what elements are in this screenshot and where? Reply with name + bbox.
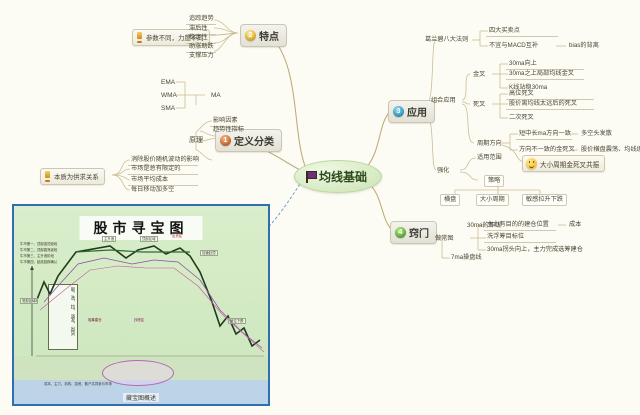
leaf-sicha-2[interactable]: 二次死叉 xyxy=(509,113,534,121)
chart-ellipse-annotation xyxy=(102,360,174,386)
leaf-ma30-2[interactable]: 30ma拐头向上，主力完成选筹建仓 xyxy=(487,245,583,253)
leaf-qianghua-strategy[interactable]: 策略 xyxy=(484,175,505,187)
branch-qiaomen-label: 窍门 xyxy=(409,229,429,240)
leaf-factor-0[interactable]: 影响因素 xyxy=(210,116,244,127)
chart-label-1: 顶部区域 xyxy=(140,236,158,243)
chart-label-6: 吸筹建仓 xyxy=(88,318,102,323)
chart-label-7: 抄底区 xyxy=(134,318,145,323)
warning-icon xyxy=(136,32,143,43)
branch-tedian-label: 特点 xyxy=(259,32,279,43)
leaf-geranbi-0[interactable]: 四大买卖点 xyxy=(486,26,558,37)
leaf-qianghua-2[interactable]: 敏感拉升下跌 xyxy=(522,194,568,206)
branch-dingyi[interactable]: 1 定义分类 xyxy=(215,129,282,152)
callout-tedian-params-label: 参数不同，力度不同 xyxy=(146,35,204,42)
leaf-ma-ema[interactable]: EMA xyxy=(161,78,176,86)
leaf-tedian-4[interactable]: 支撑压力 xyxy=(189,51,214,59)
branch-yingyong[interactable]: 3 应用 xyxy=(388,100,435,123)
callout-tedian-params[interactable]: 参数不同，力度不同 xyxy=(132,29,210,46)
leaf-sicha[interactable]: 死叉 xyxy=(473,100,486,108)
leaf-qianghua-scope[interactable]: 适用范围 xyxy=(477,153,502,161)
leaf-zhouqi-1[interactable]: 方向不一致的金死叉 xyxy=(519,145,575,153)
leaf-jincha[interactable]: 金叉 xyxy=(473,70,486,78)
chart-note-3: 牛市第四、起涨回踩确认 xyxy=(20,260,58,264)
chart-label-3: 加速赶顶 xyxy=(200,250,218,257)
leaf-ma30-1[interactable]: 洗浮筹目标位 xyxy=(484,232,556,243)
leaf-zuoduan[interactable]: 做常图 xyxy=(435,234,454,242)
leaf-essence-1[interactable]: 市场是总有限定的 xyxy=(128,164,198,175)
callout-resonance-label: 大小周期金死叉共振 xyxy=(540,161,600,169)
branch-tedian[interactable]: 2 特点 xyxy=(240,24,287,47)
chart-note-1: 牛市第二、顶部震荡波段 xyxy=(20,248,58,252)
leaf-geranbi[interactable]: 葛兰碧八大法则 xyxy=(425,35,469,43)
leaf-zhouqi-sub-0[interactable]: 多空头发散 xyxy=(581,129,612,137)
chart-bottom-note: 成本、主力、机构、游资、散户共同参与市场 xyxy=(44,382,112,386)
leaf-ma-wma[interactable]: WMA xyxy=(161,91,177,99)
leaf-zuhe[interactable]: 组合应用 xyxy=(431,96,456,104)
smiley-icon xyxy=(526,158,537,169)
leaf-jincha-0[interactable]: 30ma向上 xyxy=(506,59,584,70)
leaf-tedian-2[interactable]: 稳定性 xyxy=(186,33,216,44)
yellow-circle-icon: 2 xyxy=(245,30,256,41)
leaf-tedian-0[interactable]: 追踪趋势 xyxy=(186,14,216,25)
branch-qiaomen[interactable]: 4 窍门 xyxy=(390,221,437,244)
leaf-zhouqi[interactable]: 周期方向 xyxy=(477,139,502,147)
leaf-tedian-1[interactable]: 滞后性 xyxy=(186,24,216,35)
leaf-yuanli[interactable]: 原理 xyxy=(189,136,203,144)
leaf-geranbi-1[interactable]: 不宜与MACD互补 xyxy=(489,41,539,49)
leaf-qianghua-1[interactable]: 大小周期 xyxy=(476,194,509,206)
warning-icon xyxy=(44,171,51,182)
leaf-sicha-0[interactable]: 高位死叉 xyxy=(506,89,594,100)
leaf-qianghua-0[interactable]: 横盘 xyxy=(440,194,461,206)
chart-label-4: 破位下跌 xyxy=(228,318,246,325)
embedded-chart-image[interactable]: 股市寻宝图 牛市第一、顶部逃顶波段 牛市第二、顶部震荡波段 牛市第三、主升浪阶段… xyxy=(12,204,270,406)
chart-vertical-note: 吸、洗、拉、派发、出货 xyxy=(48,284,78,350)
leaf-ma30-0[interactable]: 主力有目的的建仓位置 xyxy=(484,220,556,231)
chart-label-2: 出货区 xyxy=(172,234,183,238)
chart-price-path xyxy=(30,245,265,357)
leaf-sicha-1[interactable]: 股价离均线太远后的死叉 xyxy=(506,99,594,110)
leaf-geranbi-bias[interactable]: bias的背离 xyxy=(569,41,599,49)
callout-resonance[interactable]: 大小周期金死叉共振 xyxy=(522,155,606,172)
leaf-zhouqi-sub-1[interactable]: 股价横盘震荡、均线缠绕 xyxy=(581,145,640,153)
leaf-jincha-2[interactable]: K线站稳30ma xyxy=(509,83,548,91)
central-topic-label: 均线基础 xyxy=(319,170,368,184)
callout-essence-label: 本质为供求关系 xyxy=(54,174,99,181)
leaf-qianghua[interactable]: 强化 xyxy=(437,166,450,174)
chart-label-0: 主升浪 xyxy=(102,236,117,243)
chart-label-5: 底部区域 xyxy=(20,298,38,305)
blue-circle-icon: 3 xyxy=(393,106,404,117)
branch-dingyi-label: 定义分类 xyxy=(234,137,274,148)
central-topic[interactable]: 均线基础 xyxy=(294,160,383,193)
leaf-ma30[interactable]: 30ma的神线 xyxy=(467,221,502,229)
leaf-essence-0[interactable]: 消除股价随机波动的影响 xyxy=(128,155,199,166)
embedded-chart-caption: 藏宝图概述 xyxy=(122,393,160,402)
leaf-jincha-1[interactable]: 30ma之上局部均线金叉 xyxy=(506,69,584,80)
leaf-tedian-3[interactable]: 助涨助跌 xyxy=(186,42,216,53)
orange-circle-icon: 1 xyxy=(220,135,231,146)
branch-yingyong-label: 应用 xyxy=(407,108,427,119)
leaf-ma7[interactable]: 7ma操盘线 xyxy=(451,253,482,261)
leaf-ma[interactable]: MA xyxy=(211,91,221,99)
leaf-ma30-cost[interactable]: 成本 xyxy=(569,220,582,228)
leaf-ma-sma[interactable]: SMA xyxy=(161,104,176,112)
leaf-factor-1[interactable]: 趋势性指标 xyxy=(213,125,244,133)
chart-note-0: 牛市第一、顶部逃顶波段 xyxy=(20,242,58,246)
green-circle-icon: 4 xyxy=(395,227,406,238)
leaf-essence-2[interactable]: 市场平均成本 xyxy=(128,175,198,186)
flag-icon xyxy=(305,170,317,183)
callout-essence[interactable]: 本质为供求关系 xyxy=(40,168,105,185)
leaf-essence-3[interactable]: 每日移动加多空 xyxy=(131,185,175,193)
chart-note-2: 牛市第三、主升浪阶段 xyxy=(20,254,54,258)
leaf-zhouqi-0[interactable]: 短中长ma方向一致 xyxy=(516,129,572,140)
